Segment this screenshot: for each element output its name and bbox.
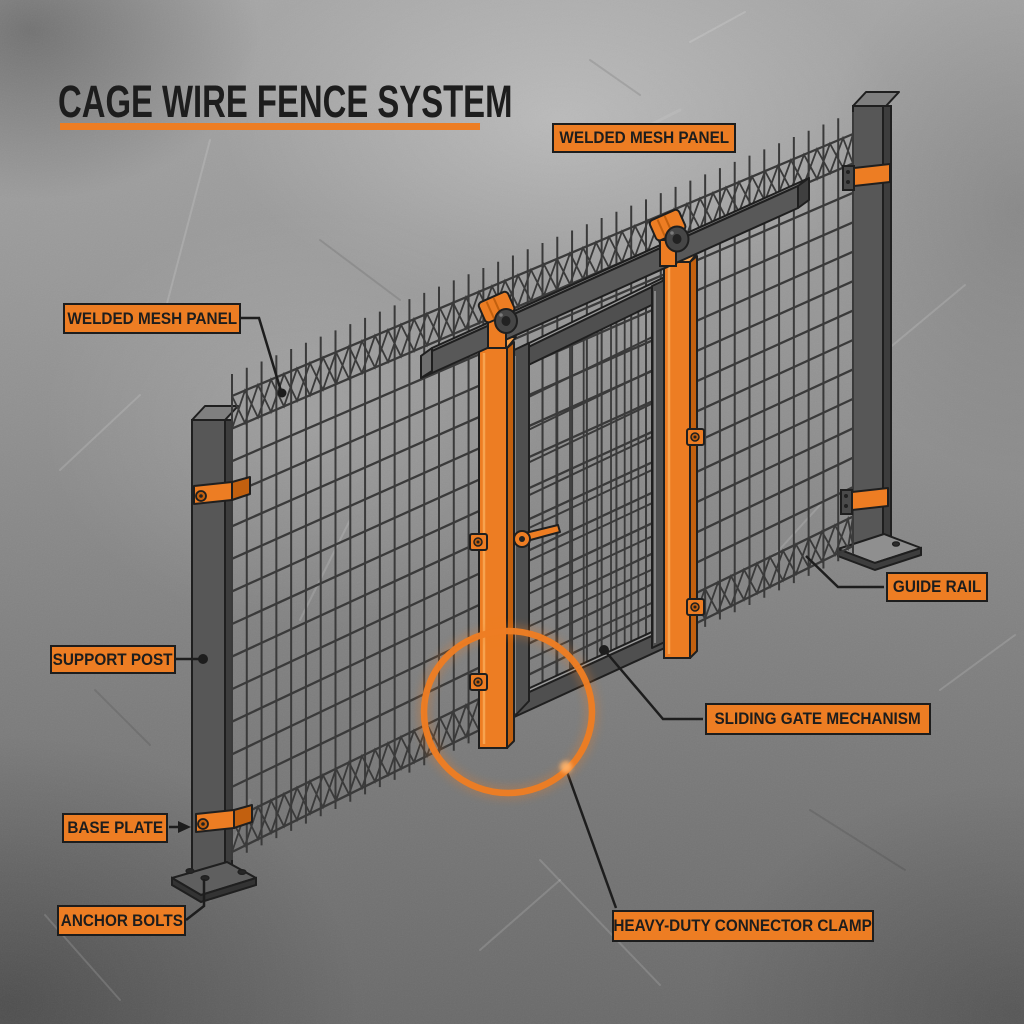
highlight-glow-dot bbox=[560, 761, 572, 773]
leader-connector-clamp bbox=[564, 768, 618, 909]
leader-dot bbox=[599, 645, 609, 655]
callout-welded-mesh-panel-left: WELDED MESH PANEL bbox=[63, 303, 241, 334]
leader-lines bbox=[169, 316, 884, 921]
leader-anchor-bolts bbox=[185, 879, 206, 921]
callout-label: WELDED MESH PANEL bbox=[67, 308, 237, 328]
callout-label: ANCHOR BOLTS bbox=[60, 910, 183, 930]
leader-guide-rail bbox=[805, 555, 884, 589]
callout-label: SUPPORT POST bbox=[53, 649, 173, 669]
leader-dot bbox=[277, 388, 287, 398]
callout-base-plate: BASE PLATE bbox=[62, 813, 168, 843]
highlight-ring bbox=[417, 624, 599, 800]
callout-label: HEAVY-DUTY CONNECTOR CLAMP bbox=[613, 916, 873, 935]
leader-sliding-gate bbox=[605, 651, 703, 721]
page-title: CAGE WIRE FENCE SYSTEM bbox=[58, 76, 513, 127]
callout-label: BASE PLATE bbox=[67, 818, 163, 837]
title-underline bbox=[60, 123, 480, 130]
callout-label: GUIDE RAIL bbox=[892, 577, 982, 596]
callout-label: WELDED MESH PANEL bbox=[559, 128, 729, 147]
callout-guide-rail: GUIDE RAIL bbox=[886, 572, 988, 602]
callout-sliding-gate-mechanism: SLIDING GATE MECHANISM bbox=[705, 703, 931, 735]
callout-anchor-bolts: ANCHOR BOLTS bbox=[57, 905, 186, 936]
callout-label: SLIDING GATE MECHANISM bbox=[714, 709, 922, 728]
leader-welded-mesh-panel-left bbox=[241, 316, 283, 392]
leader-arrowhead bbox=[178, 821, 191, 833]
leader-dot bbox=[198, 654, 208, 664]
callout-support-post: SUPPORT POST bbox=[50, 645, 176, 674]
callout-welded-mesh-panel-top: WELDED MESH PANEL bbox=[552, 123, 736, 153]
callout-heavy-duty-connector-clamp: HEAVY-DUTY CONNECTOR CLAMP bbox=[612, 910, 874, 942]
